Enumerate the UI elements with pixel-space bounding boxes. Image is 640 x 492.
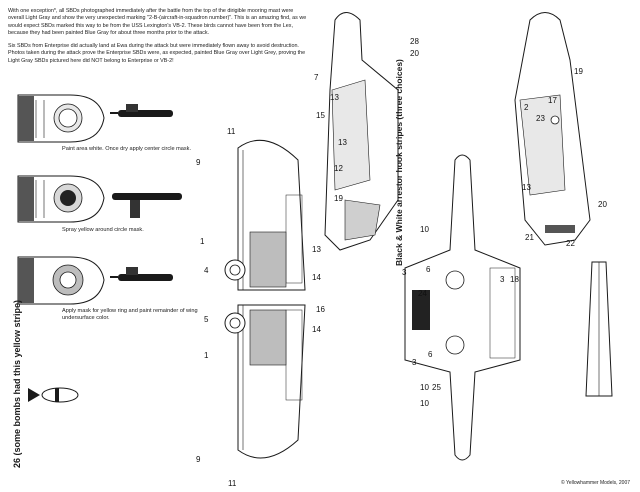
fuselage-side-view-left: [324, 12, 399, 251]
callout-number: 4: [204, 266, 209, 275]
bomb-stripe-note: 26 (some bombs had this yellow stripe): [12, 299, 22, 468]
step-3-caption: Apply mask for yellow ring and paint rem…: [62, 308, 198, 321]
callout-number: 1: [200, 237, 205, 246]
planform-callouts: 10 3 6 3 18 24 3 6 10 25 10: [402, 225, 519, 408]
step-1-caption: Paint area white. Once dry apply center …: [62, 146, 192, 152]
callout-number: 28: [410, 37, 419, 46]
upper-wing-drawing: [224, 139, 306, 291]
callout-number: 10: [420, 399, 429, 408]
callout-number: 13: [330, 93, 339, 102]
lower-wing-callouts: 5 16 14 1 9 11: [196, 305, 325, 488]
callout-number: 23: [536, 114, 545, 123]
callout-number: 5: [204, 315, 209, 324]
callout-number: 18: [510, 275, 519, 284]
callout-number: 1: [204, 351, 209, 360]
fuselage-side-view-right: [514, 12, 591, 246]
callout-number: 12: [334, 164, 343, 173]
callout-number: 17: [548, 96, 557, 105]
callout-number: 11: [228, 479, 237, 488]
callout-number: 13: [312, 245, 321, 254]
callout-number: 16: [316, 305, 325, 314]
upper-wing-callouts: 11 9 1 4 13 14: [196, 127, 321, 282]
callout-number: 6: [426, 265, 431, 274]
intro-paragraph-1: With one exception*, all SBDs photograph…: [8, 8, 307, 37]
airbrush-icon: [110, 267, 173, 281]
callout-number: 21: [525, 233, 534, 242]
callout-number: 6: [428, 350, 433, 359]
callout-number: 20: [410, 49, 419, 58]
bomb-drawing: [28, 387, 79, 403]
callout-number: 3: [402, 268, 407, 277]
callout-number: 2: [524, 103, 529, 112]
arrestor-hook-note: Black & White arrestor hook stripes (thr…: [394, 59, 404, 266]
airbrush-icon: [112, 193, 182, 218]
airbrush-icon: [110, 104, 173, 117]
lower-wing-drawing: [224, 304, 306, 459]
callout-number: 11: [227, 127, 236, 136]
callout-number: 24: [418, 289, 427, 298]
callout-number: 14: [312, 325, 321, 334]
wing-tip-step-2: [17, 175, 105, 223]
callout-number: 19: [334, 194, 343, 203]
callout-number: 13: [338, 138, 347, 147]
callout-number: 7: [314, 73, 319, 82]
aircraft-planform-view: [404, 154, 613, 461]
callout-number: 19: [574, 67, 583, 76]
callout-number: 22: [566, 239, 575, 248]
callout-number: 14: [312, 273, 321, 282]
callout-number: 15: [316, 111, 325, 120]
callout-number: 3: [500, 275, 505, 284]
intro-paragraph-2: Six SBDs from Enterprise did actually la…: [8, 43, 306, 64]
wing-tip-step-1: [17, 94, 105, 143]
fuselage-right-callouts: 19 17 2 23 13 20 21 22: [522, 67, 607, 248]
callout-number: 9: [196, 158, 201, 167]
copyright-text: © Yellowhammer Models, 2007: [561, 480, 630, 486]
callout-number: 25: [432, 383, 441, 392]
callout-number: 13: [522, 183, 531, 192]
wing-tip-step-3: [17, 256, 105, 305]
callout-number: 20: [598, 200, 607, 209]
callout-number: 10: [420, 383, 429, 392]
fuselage-left-callouts: 20 28 7 13 15 13 12 19: [314, 37, 419, 203]
callout-number: 10: [420, 225, 429, 234]
callout-number: 3: [412, 358, 417, 367]
callout-number: 9: [196, 455, 201, 464]
step-2-caption: Spray yellow around circle mask.: [62, 227, 144, 233]
